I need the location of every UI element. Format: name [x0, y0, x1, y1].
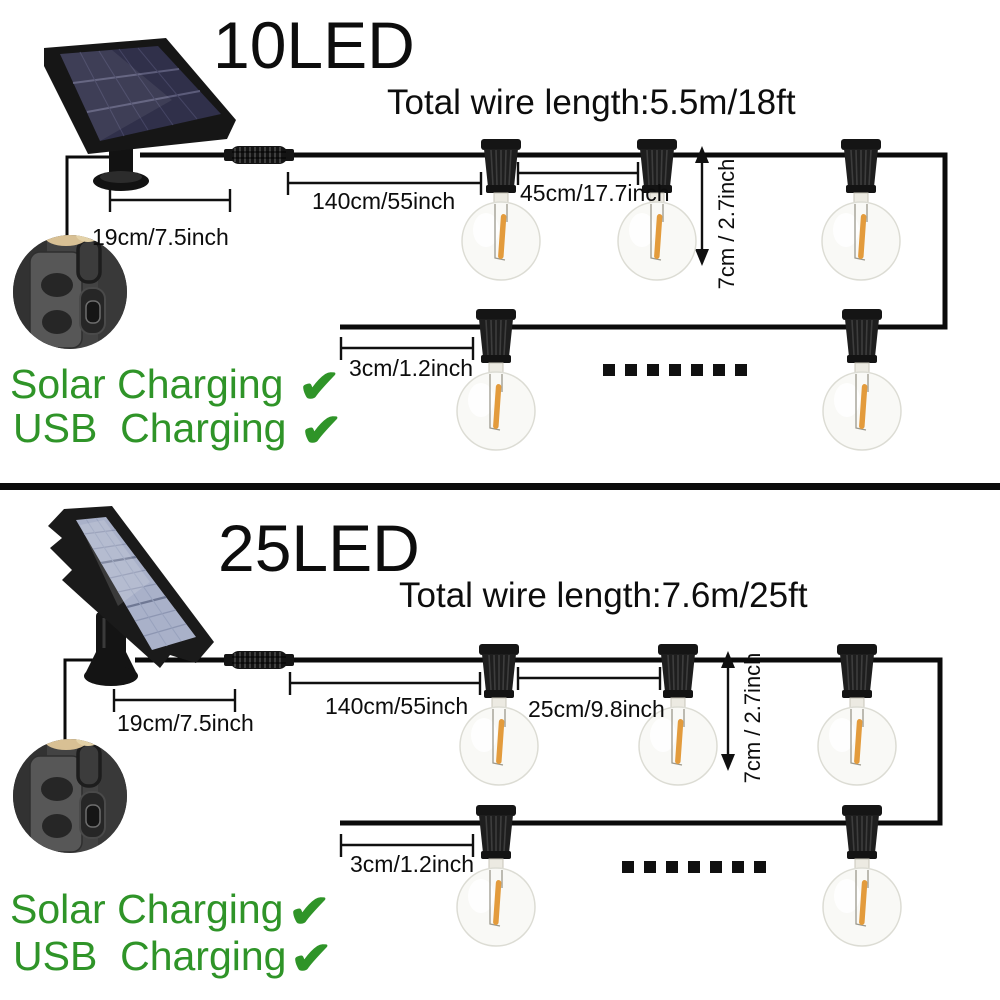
- diagram-25led: [0, 506, 943, 947]
- solar-panel-pole-illustration: [48, 506, 214, 686]
- measure-brackets-25led: [112, 667, 662, 857]
- measure-panel-cable-10led: 19cm/7.5inch: [92, 224, 229, 250]
- feature-label: Solar Charging: [10, 885, 284, 932]
- feature-label: Solar Charging: [10, 360, 284, 407]
- drop-arrow-10led: [695, 146, 709, 266]
- wire-connector: [223, 145, 295, 165]
- check-icon: ✔: [287, 885, 330, 937]
- measure-lead-25led: 140cm/55inch: [325, 693, 469, 719]
- diagram-10led: [0, 38, 948, 451]
- total-wire-length-25led: Total wire length:7.6m/25ft: [399, 576, 808, 615]
- measure-spacing-10led: 45cm/17.7inch: [520, 180, 670, 206]
- feature-usb-charging: USB Charging ✔: [13, 932, 333, 984]
- feature-label: USB Charging: [13, 932, 287, 979]
- measure-panel-cable-25led: 19cm/7.5inch: [117, 710, 254, 736]
- check-icon: ✔: [300, 404, 343, 456]
- section-divider: [0, 483, 1000, 490]
- drop-arrow-25led: [721, 651, 735, 771]
- measure-tail-25led: 3cm/1.2inch: [350, 851, 475, 877]
- feature-solar-charging: Solar Charging ✔: [10, 360, 340, 412]
- measure-brackets-10led: [108, 162, 640, 360]
- check-icon: ✔: [297, 360, 340, 412]
- check-icon: ✔: [290, 932, 333, 984]
- feature-usb-charging: USB Charging ✔: [13, 404, 343, 456]
- continuation-dots-25led: [622, 861, 766, 873]
- feature-label: USB Charging: [13, 404, 287, 451]
- measure-spacing-25led: 25cm/9.8inch: [528, 696, 665, 722]
- measure-drop-25led: 7cm / 2.7inch: [740, 652, 765, 784]
- measure-drop-10led: 7cm / 2.7inch: [714, 158, 739, 290]
- continuation-dots-10led: [603, 364, 747, 376]
- total-wire-length-10led: Total wire length:5.5m/18ft: [387, 83, 796, 122]
- usb-port-inset: [0, 732, 133, 866]
- bulbs-25led: [456, 643, 902, 947]
- feature-solar-charging: Solar Charging ✔: [10, 885, 330, 937]
- solar-panel-stake-illustration: [44, 38, 236, 191]
- section-title-10led: 10LED: [213, 8, 415, 82]
- measure-tail-10led: 3cm/1.2inch: [349, 355, 474, 381]
- section-title-25led: 25LED: [218, 511, 420, 585]
- wire-connector: [223, 650, 295, 670]
- measure-lead-10led: 140cm/55inch: [312, 188, 456, 214]
